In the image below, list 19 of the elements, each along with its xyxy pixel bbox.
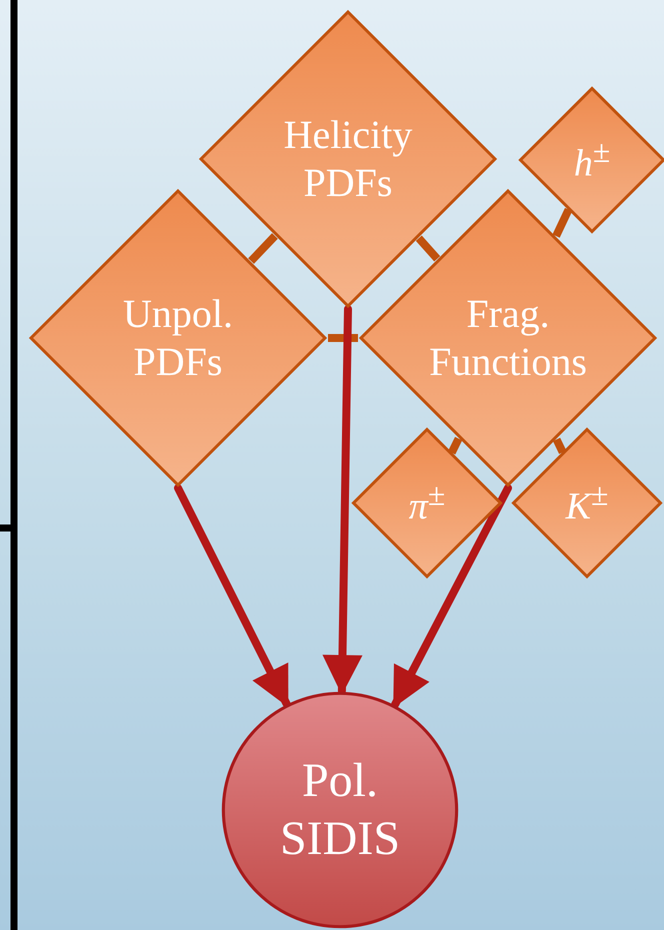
- connector: [448, 436, 462, 454]
- diamond-node: [519, 87, 664, 233]
- node-label: h$^{±}$: [574, 132, 610, 187]
- diamond-node: [352, 428, 502, 578]
- connector: [328, 334, 358, 342]
- connector: [552, 438, 566, 454]
- node-label: Frag. Functions: [428, 290, 588, 386]
- arrow: [174, 484, 291, 708]
- connector: [416, 236, 440, 262]
- node-label: π$^{±}$: [408, 476, 446, 530]
- circle-node: [221, 691, 459, 929]
- arrow: [391, 484, 512, 708]
- node-label: K$^{±}$: [566, 476, 608, 530]
- connector: [552, 208, 572, 238]
- node-label: Helicity PDFs: [282, 111, 414, 207]
- diamond-node: [512, 428, 662, 578]
- node-label: Pol. SIDIS: [278, 753, 402, 867]
- node-label: Unpol. PDFs: [122, 290, 234, 386]
- connector: [248, 233, 278, 264]
